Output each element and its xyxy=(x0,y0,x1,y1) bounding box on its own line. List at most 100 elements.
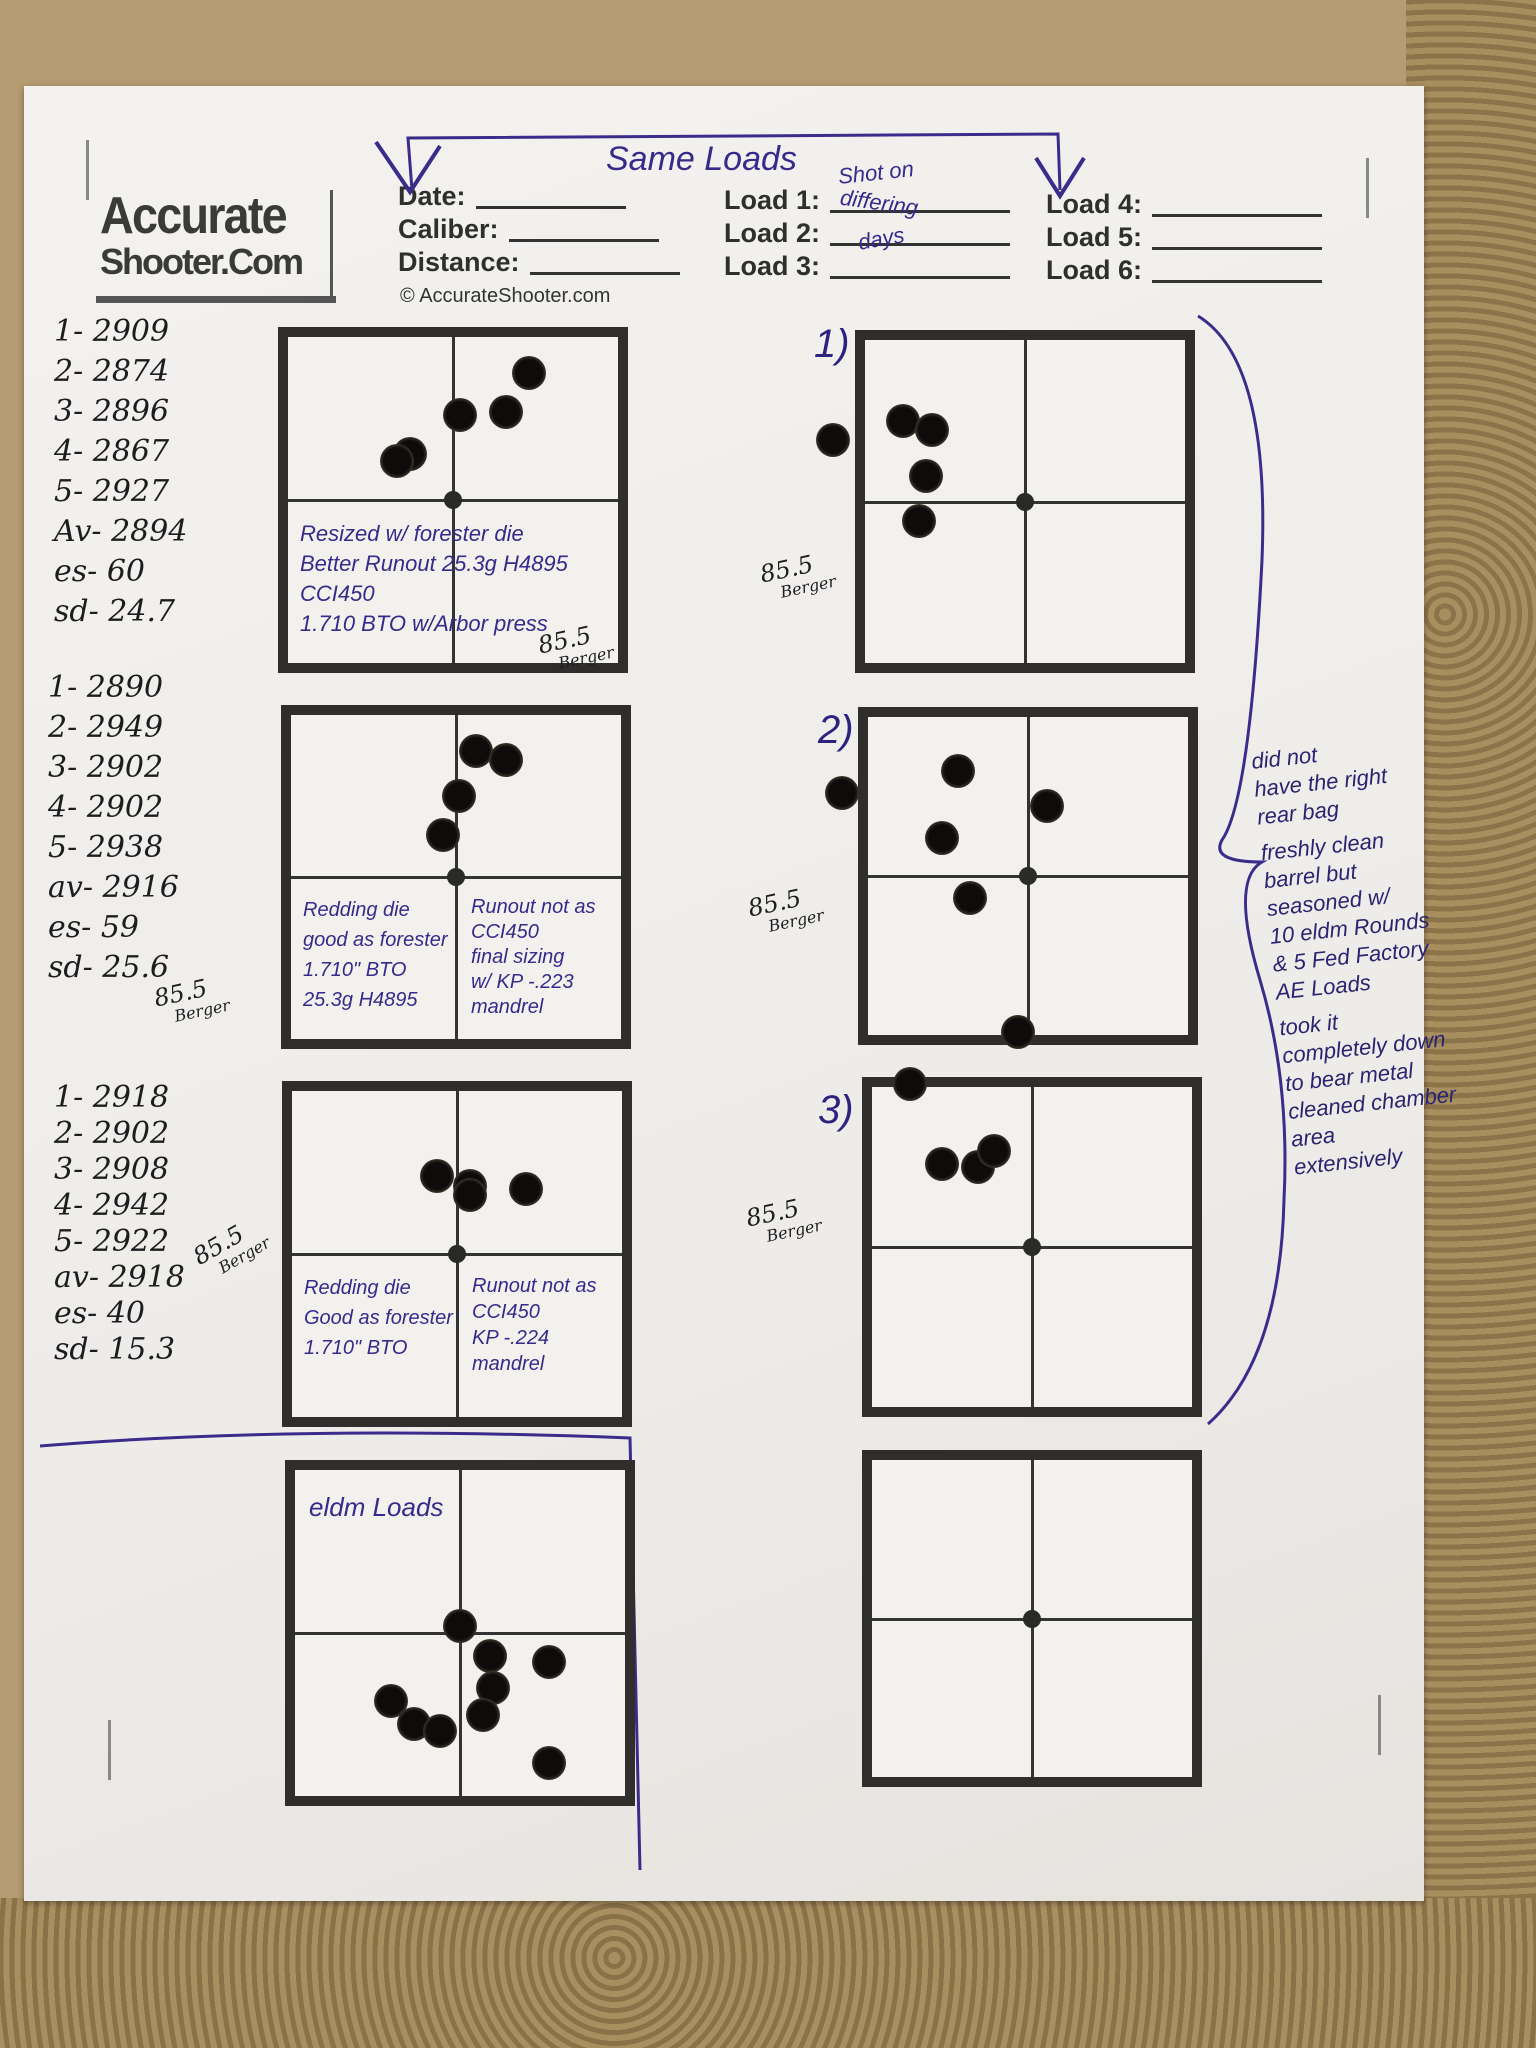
aim-dot xyxy=(1019,867,1037,885)
bullet-hole xyxy=(425,817,460,852)
target-left-1: Resized w/ forester die Better Runout 25… xyxy=(278,327,628,673)
aim-dot xyxy=(447,868,465,886)
bullet-hole xyxy=(423,1713,458,1748)
logo-line2: Shooter.Com xyxy=(100,241,304,282)
aim-dot xyxy=(1023,1609,1041,1628)
bullet-hole xyxy=(816,423,850,458)
target-notes-left: Redding die Good as forester 1.710" BTO xyxy=(304,1277,453,1359)
velocity-entry: 4- 2902 xyxy=(48,790,164,825)
velocity-entry: 2- 2874 xyxy=(54,354,170,389)
bullet-hole xyxy=(458,733,493,768)
staple xyxy=(1378,1695,1381,1755)
aim-dot xyxy=(1016,492,1034,511)
bullet-hole xyxy=(442,779,477,813)
velocity-es: es- 40 xyxy=(54,1296,145,1331)
bullet-hole xyxy=(532,1645,567,1680)
section-divider-line xyxy=(39,1431,642,1871)
bullet-hole xyxy=(886,403,921,438)
aim-dot xyxy=(1023,1238,1041,1256)
velocity-average: Av- 2894 xyxy=(54,514,188,549)
velocity-entry: 3- 2902 xyxy=(48,750,164,785)
velocity-average: av- 2916 xyxy=(48,870,179,905)
bullet-hole xyxy=(442,398,477,433)
bullet-hole xyxy=(466,1697,501,1732)
bullet-hole xyxy=(925,1146,960,1181)
velocity-entry: 2- 2902 xyxy=(54,1116,170,1151)
velocity-entry: 4- 2942 xyxy=(54,1188,170,1223)
velocity-average: av- 2918 xyxy=(54,1260,185,1295)
target-notes-right: Runout not as CCI450 final sizing w/ KP … xyxy=(471,896,596,1018)
staple xyxy=(1366,158,1369,218)
velocity-entry: 1- 2918 xyxy=(54,1080,170,1115)
bullet-hole xyxy=(953,881,988,916)
target-right-1 xyxy=(816,330,1195,673)
velocity-list-2: 1- 2890 2- 2949 3- 2902 4- 2902 5- 2938 … xyxy=(48,668,179,988)
bullet-hole xyxy=(443,1609,477,1644)
target-number-3: 3) xyxy=(818,1088,854,1132)
bullet-hole xyxy=(509,1171,544,1206)
velocity-entry: 1- 2909 xyxy=(54,314,170,349)
load1-field: Load 1: xyxy=(724,184,1011,217)
velocity-entry: 5- 2927 xyxy=(54,474,170,509)
velocity-es: es- 60 xyxy=(54,554,145,589)
caliber-field: Caliber: xyxy=(398,213,680,246)
date-field: Date: xyxy=(398,180,680,213)
velocity-entry: 3- 2908 xyxy=(54,1152,170,1187)
bullet-hole xyxy=(488,743,523,778)
bullet-hole xyxy=(924,820,959,855)
header-fields-mid: Load 1: Load 2: Load 3: xyxy=(724,184,1011,283)
load5-field: Load 5: xyxy=(1046,221,1323,254)
velocity-sd: sd- 24.7 xyxy=(54,594,176,629)
bullet-hole xyxy=(1030,789,1065,824)
bullet-hole xyxy=(976,1134,1011,1168)
target-right-3 xyxy=(862,1066,1202,1417)
bracket-arrow-line xyxy=(406,132,1062,191)
accurateshooter-logo: Accurate Shooter.Com xyxy=(100,190,333,298)
velocity-entry: 2- 2949 xyxy=(48,710,164,745)
velocity-list-1: 1- 2909 2- 2874 3- 2896 4- 2867 5- 2927 … xyxy=(54,312,187,632)
target-right-4 xyxy=(862,1450,1202,1787)
bullet-hole xyxy=(472,1638,507,1673)
staple xyxy=(108,1720,111,1780)
bullet-hole xyxy=(532,1746,567,1781)
bullet-hole xyxy=(488,394,523,429)
bullet-hole xyxy=(379,443,414,478)
bullet-hole xyxy=(940,754,975,789)
target-right-2 xyxy=(825,707,1198,1049)
carpet-bottom xyxy=(0,1898,1536,2048)
target-notes-left: Redding die good as forester 1.710" BTO … xyxy=(303,899,448,1011)
velocity-es: es- 59 xyxy=(48,910,139,945)
velocity-entry: 1- 2890 xyxy=(48,670,164,705)
velocity-entry: 4- 2867 xyxy=(54,434,170,469)
target-notes-right: Runout not as CCI450 KP -.224 mandrel xyxy=(472,1275,597,1375)
velocity-entry: 3- 2896 xyxy=(54,394,170,429)
logo-underline xyxy=(96,296,336,303)
bullet-hole xyxy=(420,1158,455,1193)
distance-field: Distance: xyxy=(398,246,680,279)
load6-field: Load 6: xyxy=(1046,254,1323,287)
target-left-2: Redding die good as forester 1.710" BTO … xyxy=(281,705,631,1049)
target-number-2: 2) xyxy=(818,708,854,752)
arrow-right-icon xyxy=(1034,156,1086,200)
velocity-entry: 5- 2938 xyxy=(48,830,164,865)
bullet-hole xyxy=(511,355,546,390)
eldm-loads-label: eldm Loads xyxy=(309,1492,444,1522)
aim-dot xyxy=(448,1245,466,1263)
notes-bracket xyxy=(1197,314,1287,1426)
velocity-sd: sd- 25.6 xyxy=(48,950,170,985)
bullet-hole xyxy=(915,413,950,448)
annotation-same-loads: Same Loads xyxy=(606,140,797,178)
staple xyxy=(86,140,89,200)
header-fields-right: Load 4: Load 5: Load 6: xyxy=(1046,188,1323,287)
carpet-right xyxy=(1406,0,1536,2048)
target-notes: Resized w/ forester die Better Runout 25… xyxy=(300,521,568,636)
bullet-hole xyxy=(1001,1014,1036,1049)
bullet-hole xyxy=(908,458,943,493)
copyright: © AccurateShooter.com xyxy=(400,285,611,307)
velocity-list-3: 1- 2918 2- 2902 3- 2908 4- 2942 5- 2922 … xyxy=(54,1080,185,1368)
bullet-hole xyxy=(825,776,860,811)
target-left-3: Redding die Good as forester 1.710" BTO … xyxy=(282,1081,632,1427)
bullet-hole xyxy=(902,503,937,538)
